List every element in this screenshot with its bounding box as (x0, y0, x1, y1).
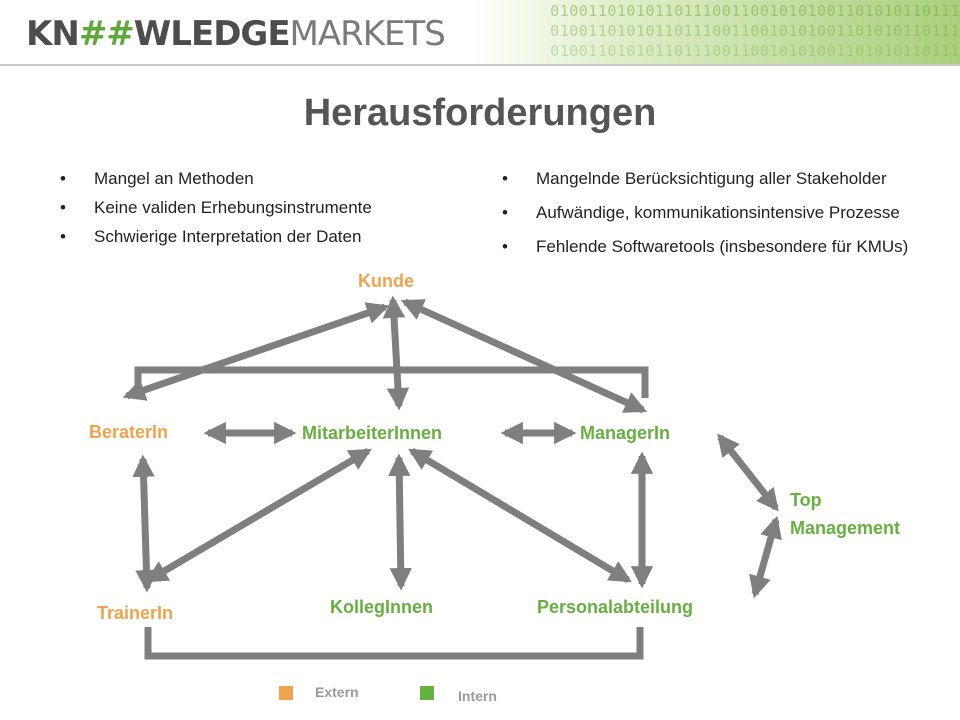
list-item: Schwierige Interpretation der Daten (60, 226, 480, 248)
header-divider (0, 64, 960, 66)
logo-prefix: KN (26, 14, 80, 54)
topmanagement-personal-arrow (749, 515, 782, 599)
challenges-list-right: Mangelnde Berücksichtigung aller Stakeho… (502, 168, 922, 270)
challenges-list-left: Mangel an Methoden Keine validen Erhebun… (60, 168, 480, 255)
trainer-personal-connector (144, 627, 644, 660)
list-item: Fehlende Softwaretools (insbesondere für… (502, 236, 922, 258)
logo-suffix: MARKETS (289, 14, 446, 54)
legend-intern-swatch (420, 686, 434, 700)
list-item: Aufwändige, kommunikationsintensive Proz… (502, 202, 922, 224)
legend-extern-label: Extern (315, 684, 359, 700)
binary-pattern-line: 0100110101011011100110010101001101010110… (550, 22, 960, 40)
node-top-management-line2: Management (790, 518, 901, 538)
kunde-manager-arrow (400, 298, 648, 414)
mitarbeiter-personal-arrow (408, 447, 632, 584)
trainer-mitarbeiter-arrow (145, 447, 372, 584)
list-item: Keine validen Erhebungsinstrumente (60, 197, 480, 219)
node-berater: BeraterIn (89, 422, 169, 442)
node-manager: ManagerIn (580, 423, 671, 443)
node-personal: Personalabteilung (537, 597, 694, 617)
node-top-management-line1: Top (790, 490, 822, 510)
list-item: Mangelnde Berücksichtigung aller Stakeho… (502, 168, 922, 190)
logo-mark-icon: ## (78, 14, 135, 54)
mitarbeiter-kollegen-arrow (388, 453, 412, 591)
node-kollegen: KollegInnen (330, 597, 433, 617)
kunde-mitarbeiter-arrow (382, 295, 410, 411)
binary-pattern-line: 0100110101011011100110010101001101010110… (550, 42, 960, 60)
header-banner: 0100110101011011100110010101001101010110… (0, 0, 960, 66)
list-item: Mangel an Methoden (60, 168, 480, 190)
logo-mid: WLEDGE (133, 14, 291, 54)
node-trainer: TrainerIn (97, 603, 174, 623)
manager-topmanagement-arrow (717, 433, 779, 512)
binary-pattern-line: 0100110101011011100110010101001101010110… (550, 2, 960, 20)
kunde-berater-arrow (122, 302, 390, 401)
node-mitarbeiter: MitarbeiterInnen (302, 423, 443, 443)
berater-trainer-arrow (132, 454, 158, 593)
knowledgemarkets-logo: KN##WLEDGEMARKETS (26, 14, 446, 54)
slide-title: Herausforderungen (303, 92, 657, 134)
legend-extern-swatch (279, 686, 293, 700)
header-gradient-band (470, 0, 960, 66)
legend-intern-label: Intern (458, 688, 497, 704)
node-kunde: Kunde (358, 271, 414, 291)
